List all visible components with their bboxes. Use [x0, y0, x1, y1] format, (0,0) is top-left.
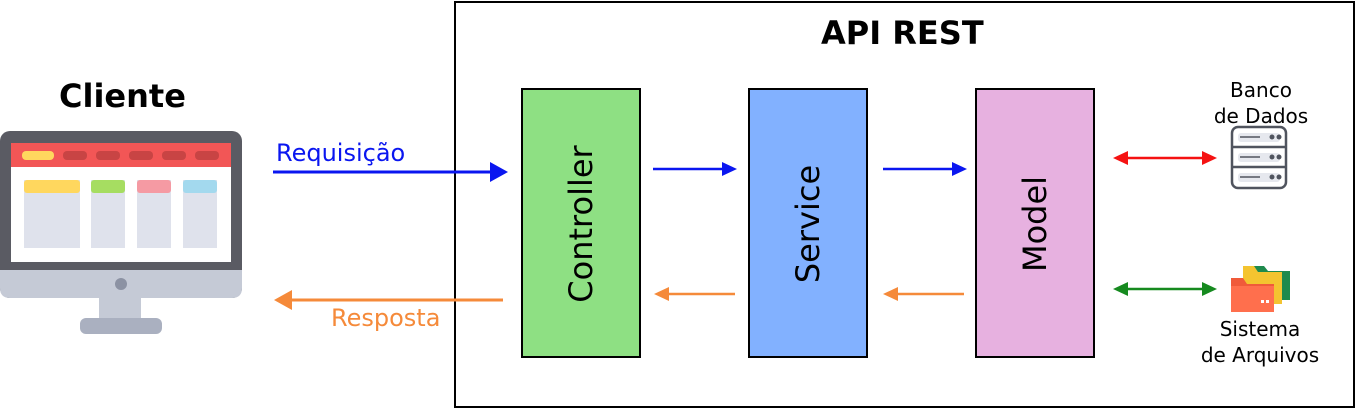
files-label-line1: Sistema [1219, 317, 1301, 341]
controller-box [521, 88, 641, 358]
files-link-arrow [1113, 282, 1217, 296]
monitor-icon [0, 131, 242, 334]
model-to-service-arrow [883, 287, 964, 301]
api-title: API REST [821, 14, 984, 52]
client-title: Cliente [59, 77, 186, 115]
database-label-line1: Banco [1230, 78, 1292, 102]
controller-to-service-arrow [653, 162, 737, 176]
database-label-line2: de Dados [1213, 104, 1309, 128]
request-arrow [273, 162, 508, 182]
controller-label: Controller [562, 145, 600, 303]
database-label: Banco de Dados [1206, 77, 1316, 129]
database-icon [1230, 125, 1288, 190]
model-label: Model [1016, 175, 1054, 273]
database-link-arrow [1113, 151, 1217, 165]
response-arrow [274, 290, 503, 310]
service-label: Service [789, 164, 827, 284]
service-to-model-arrow [883, 162, 967, 176]
folders-icon [1231, 266, 1290, 312]
files-label: Sistema de Arquivos [1192, 316, 1328, 368]
response-label: Resposta [331, 304, 441, 332]
files-label-line2: de Arquivos [1200, 343, 1320, 367]
service-box [748, 88, 868, 358]
service-to-controller-arrow [654, 287, 735, 301]
model-box [975, 88, 1095, 358]
request-label: Requisição [276, 139, 406, 167]
